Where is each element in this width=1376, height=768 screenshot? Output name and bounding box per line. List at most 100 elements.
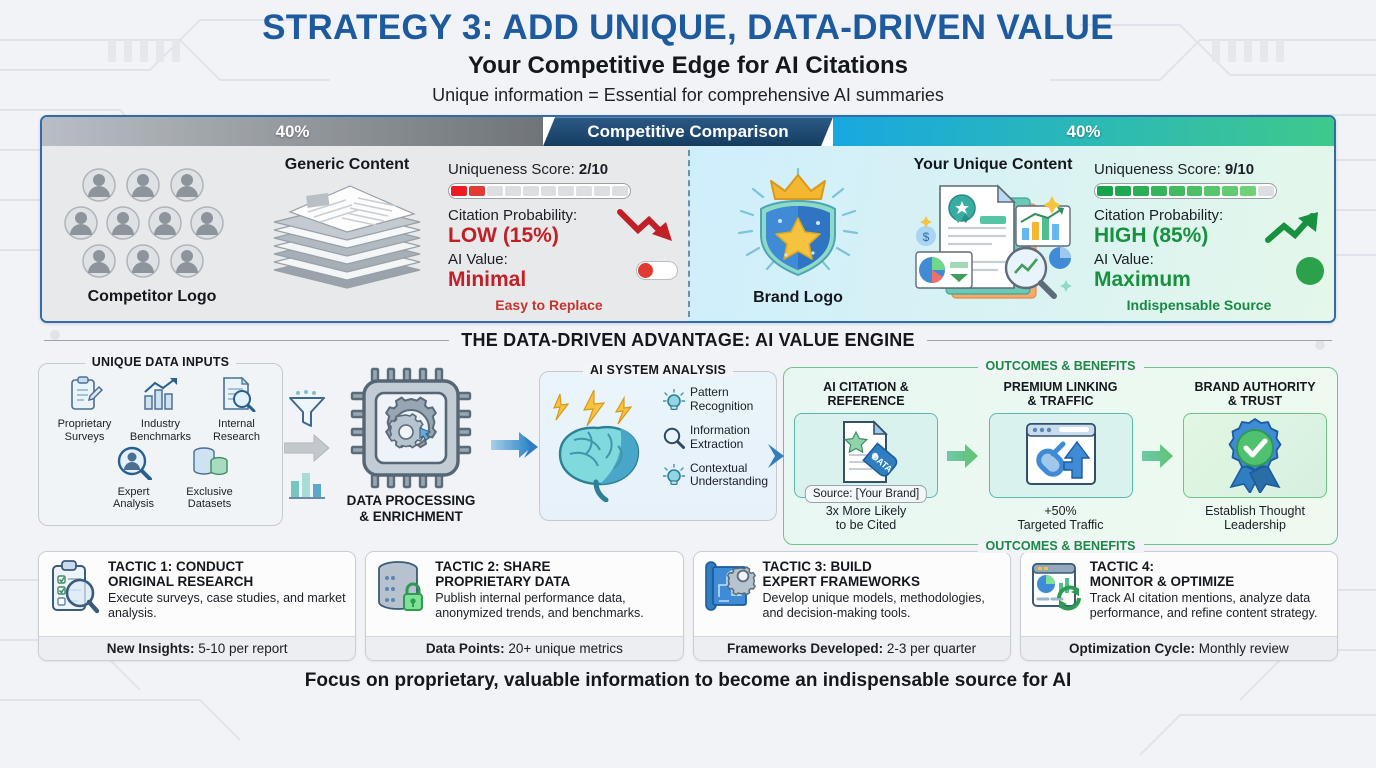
- ai-value-toggle-off[interactable]: [636, 261, 678, 281]
- brand-logo-caption: Brand Logo: [753, 288, 843, 306]
- input-item-proprietary-surveys[interactable]: Proprietary Surveys: [51, 376, 119, 443]
- heading-rule-left: [44, 340, 450, 342]
- tactic-card-2[interactable]: TACTIC 2: SHARE PROPRIETARY DATA Publish…: [365, 551, 684, 662]
- input-item-industry-benchmarks[interactable]: Industry Benchmarks: [127, 376, 195, 443]
- score-segment: [1097, 185, 1113, 196]
- magnifier-icon: [663, 427, 685, 449]
- outcome-card-ai-citation[interactable]: AI CITATION & REFERENCE DATA: [792, 380, 940, 533]
- score-segment: [1132, 185, 1149, 196]
- comparison-divider: [688, 150, 690, 318]
- outcome-heading: PREMIUM LINKING & TRAFFIC: [1003, 379, 1118, 408]
- score-segment: [594, 185, 611, 196]
- unique-content-group: Your Unique Content: [898, 152, 1088, 317]
- unique-content-caption: Your Unique Content: [913, 156, 1073, 174]
- outcomes-benefits-panel: OUTCOMES & BENEFITS OUTCOMES & BENEFITS …: [768, 359, 1338, 554]
- tactic-metric-label: New Insights:: [106, 641, 195, 657]
- outcome-card-premium-linking[interactable]: PREMIUM LINKING & TRAFFIC: [987, 380, 1135, 533]
- lightning-bolt-icons: [553, 390, 633, 427]
- processing-to-ai-connector: [491, 363, 535, 526]
- engine-section-title: THE DATA-DRIVEN ADVANTAGE: AI VALUE ENGI…: [461, 330, 915, 351]
- inputs-to-processing-connector: [283, 363, 331, 526]
- processing-label-line2: & ENRICHMENT: [359, 508, 463, 524]
- comparison-title: Competitive Comparison: [587, 121, 789, 141]
- tactics-row: TACTIC 1: CONDUCT ORIGINAL RESEARCH Exec…: [38, 551, 1338, 662]
- brand-citation-value: HIGH (85%): [1094, 223, 1209, 247]
- tactic-card-1[interactable]: TACTIC 1: CONDUCT ORIGINAL RESEARCH Exec…: [38, 551, 357, 662]
- input-item-expert-analysis[interactable]: Expert Analysis: [100, 446, 168, 511]
- brand-metrics: Uniqueness Score: 9/10 Citation Probabil…: [1088, 152, 1324, 317]
- trend-down-arrow-icon: [617, 208, 672, 241]
- score-segment: [451, 185, 467, 196]
- input-label: Proprietary Surveys: [57, 418, 112, 443]
- unique-data-inputs-panel: UNIQUE DATA INPUTS Proprietary Surveys: [38, 355, 283, 527]
- tactic-desc: Develop unique models, methodologies, an…: [762, 591, 985, 621]
- clipboard-pencil-icon: [70, 376, 103, 411]
- tactic-card-3[interactable]: TACTIC 3: BUILD EXPERT FRAMEWORKS Develo…: [692, 551, 1011, 662]
- rich-content-collage-icon: $: [915, 184, 1072, 300]
- heading-rule-right: [926, 340, 1332, 342]
- score-segment: [522, 185, 539, 196]
- tactic-metric-value: 5-10 per report: [198, 641, 288, 657]
- competitor-score-bar: [448, 182, 631, 199]
- magnifier-trend-icon: [1004, 247, 1057, 300]
- person-magnifier-icon: [117, 446, 152, 481]
- competitor-metrics: Uniqueness Score: 2/10 Citation Probabil…: [442, 152, 678, 317]
- score-segment: [1240, 185, 1257, 196]
- mini-bar-chart-icon: [289, 472, 325, 499]
- competitor-ai-value: Minimal: [448, 267, 527, 291]
- outcome-card-brand-authority[interactable]: BRAND AUTHORITY & TRUST Establish Though…: [1181, 380, 1329, 533]
- processing-label: DATA PROCESSING & ENRICHMENT: [347, 493, 476, 524]
- page-title: STRATEGY 3: ADD UNIQUE, DATA-DRIVEN VALU…: [262, 8, 1114, 47]
- tactic-metric-label: Data Points:: [425, 641, 505, 657]
- lightbulb-icon: [662, 464, 685, 486]
- page-subtitle: Your Competitive Edge for AI Citations: [467, 52, 909, 80]
- score-segment: [1168, 185, 1185, 196]
- competitor-side: Competitor Logo Generic Content: [42, 146, 688, 322]
- award-ribbon-check-icon: [1228, 418, 1282, 494]
- svg-text:$: $: [923, 230, 930, 244]
- score-segment: [558, 185, 575, 196]
- ai-item-contextual-understanding[interactable]: Contextual Understanding: [662, 461, 768, 489]
- competitive-comparison-panel: 40% Competitive Comparison 40%: [40, 115, 1336, 324]
- comparison-header-bar: 40% Competitive Comparison 40%: [42, 117, 1334, 147]
- data-processing-group: DATA PROCESSING & ENRICHMENT: [331, 365, 491, 524]
- brand-ai-value-label: AI Value:: [1094, 250, 1154, 268]
- page-footer: Focus on proprietary, valuable informati…: [304, 670, 1072, 692]
- brand-citation-label: Citation Probability:: [1094, 206, 1224, 224]
- comparison-center-label: Competitive Comparison: [543, 117, 833, 146]
- clipboard-checklist-magnifier-icon: [52, 560, 100, 614]
- tactic-icon-wrap: [702, 559, 756, 613]
- brand-score-label: Uniqueness Score:: [1094, 160, 1221, 178]
- ai-item-information-extraction[interactable]: Information Extraction: [663, 423, 768, 451]
- ai-item-pattern-recognition[interactable]: Pattern Recognition: [662, 386, 768, 413]
- outcome-art: [1183, 412, 1327, 498]
- tactic-metric-label: Frameworks Developed:: [727, 641, 884, 657]
- competitor-ai-value-label: AI Value:: [448, 250, 508, 268]
- brand-logo-group: Brand Logo: [698, 152, 898, 317]
- input-label: Expert Analysis: [113, 485, 154, 511]
- competitor-score-label: Uniqueness Score:: [448, 160, 575, 178]
- sparkle-icons: [920, 196, 1061, 229]
- brand-score-row: Uniqueness Score: 9/10: [1094, 161, 1324, 178]
- lightbulb-icon: [662, 388, 685, 410]
- outcome-connector-1: [947, 443, 979, 469]
- gear-icon: [726, 566, 756, 596]
- tactic-metric: Data Points: 20+ unique metrics: [366, 636, 683, 661]
- blue-chevron-icon: [768, 444, 784, 469]
- cursor-icon: [419, 427, 432, 442]
- chart-card-icon: [1015, 205, 1071, 247]
- badge-icon: [948, 194, 976, 224]
- ai-item-label: Contextual Understanding: [689, 461, 768, 489]
- tactic-card-4[interactable]: TACTIC 4: MONITOR & OPTIMIZE Track AI ci…: [1019, 551, 1338, 662]
- input-item-exclusive-datasets[interactable]: Exclusive Datasets: [176, 446, 244, 511]
- outcome-footer: +50% Targeted Traffic: [1017, 503, 1104, 533]
- score-segment: [1258, 185, 1275, 196]
- input-item-internal-research[interactable]: Internal Research: [203, 376, 271, 443]
- blue-chevron-icon: [524, 436, 538, 459]
- comparison-left-pct: 40%: [42, 117, 543, 147]
- tactic-metric-value: Monthly review: [1198, 641, 1289, 657]
- outcomes-title-top: OUTCOMES & BENEFITS: [977, 359, 1144, 374]
- tactic-metric: New Insights: 5-10 per report: [39, 636, 356, 661]
- tactic-desc: Execute surveys, case studies, and marke…: [108, 591, 346, 621]
- competitor-citation-label: Citation Probability:: [448, 206, 578, 224]
